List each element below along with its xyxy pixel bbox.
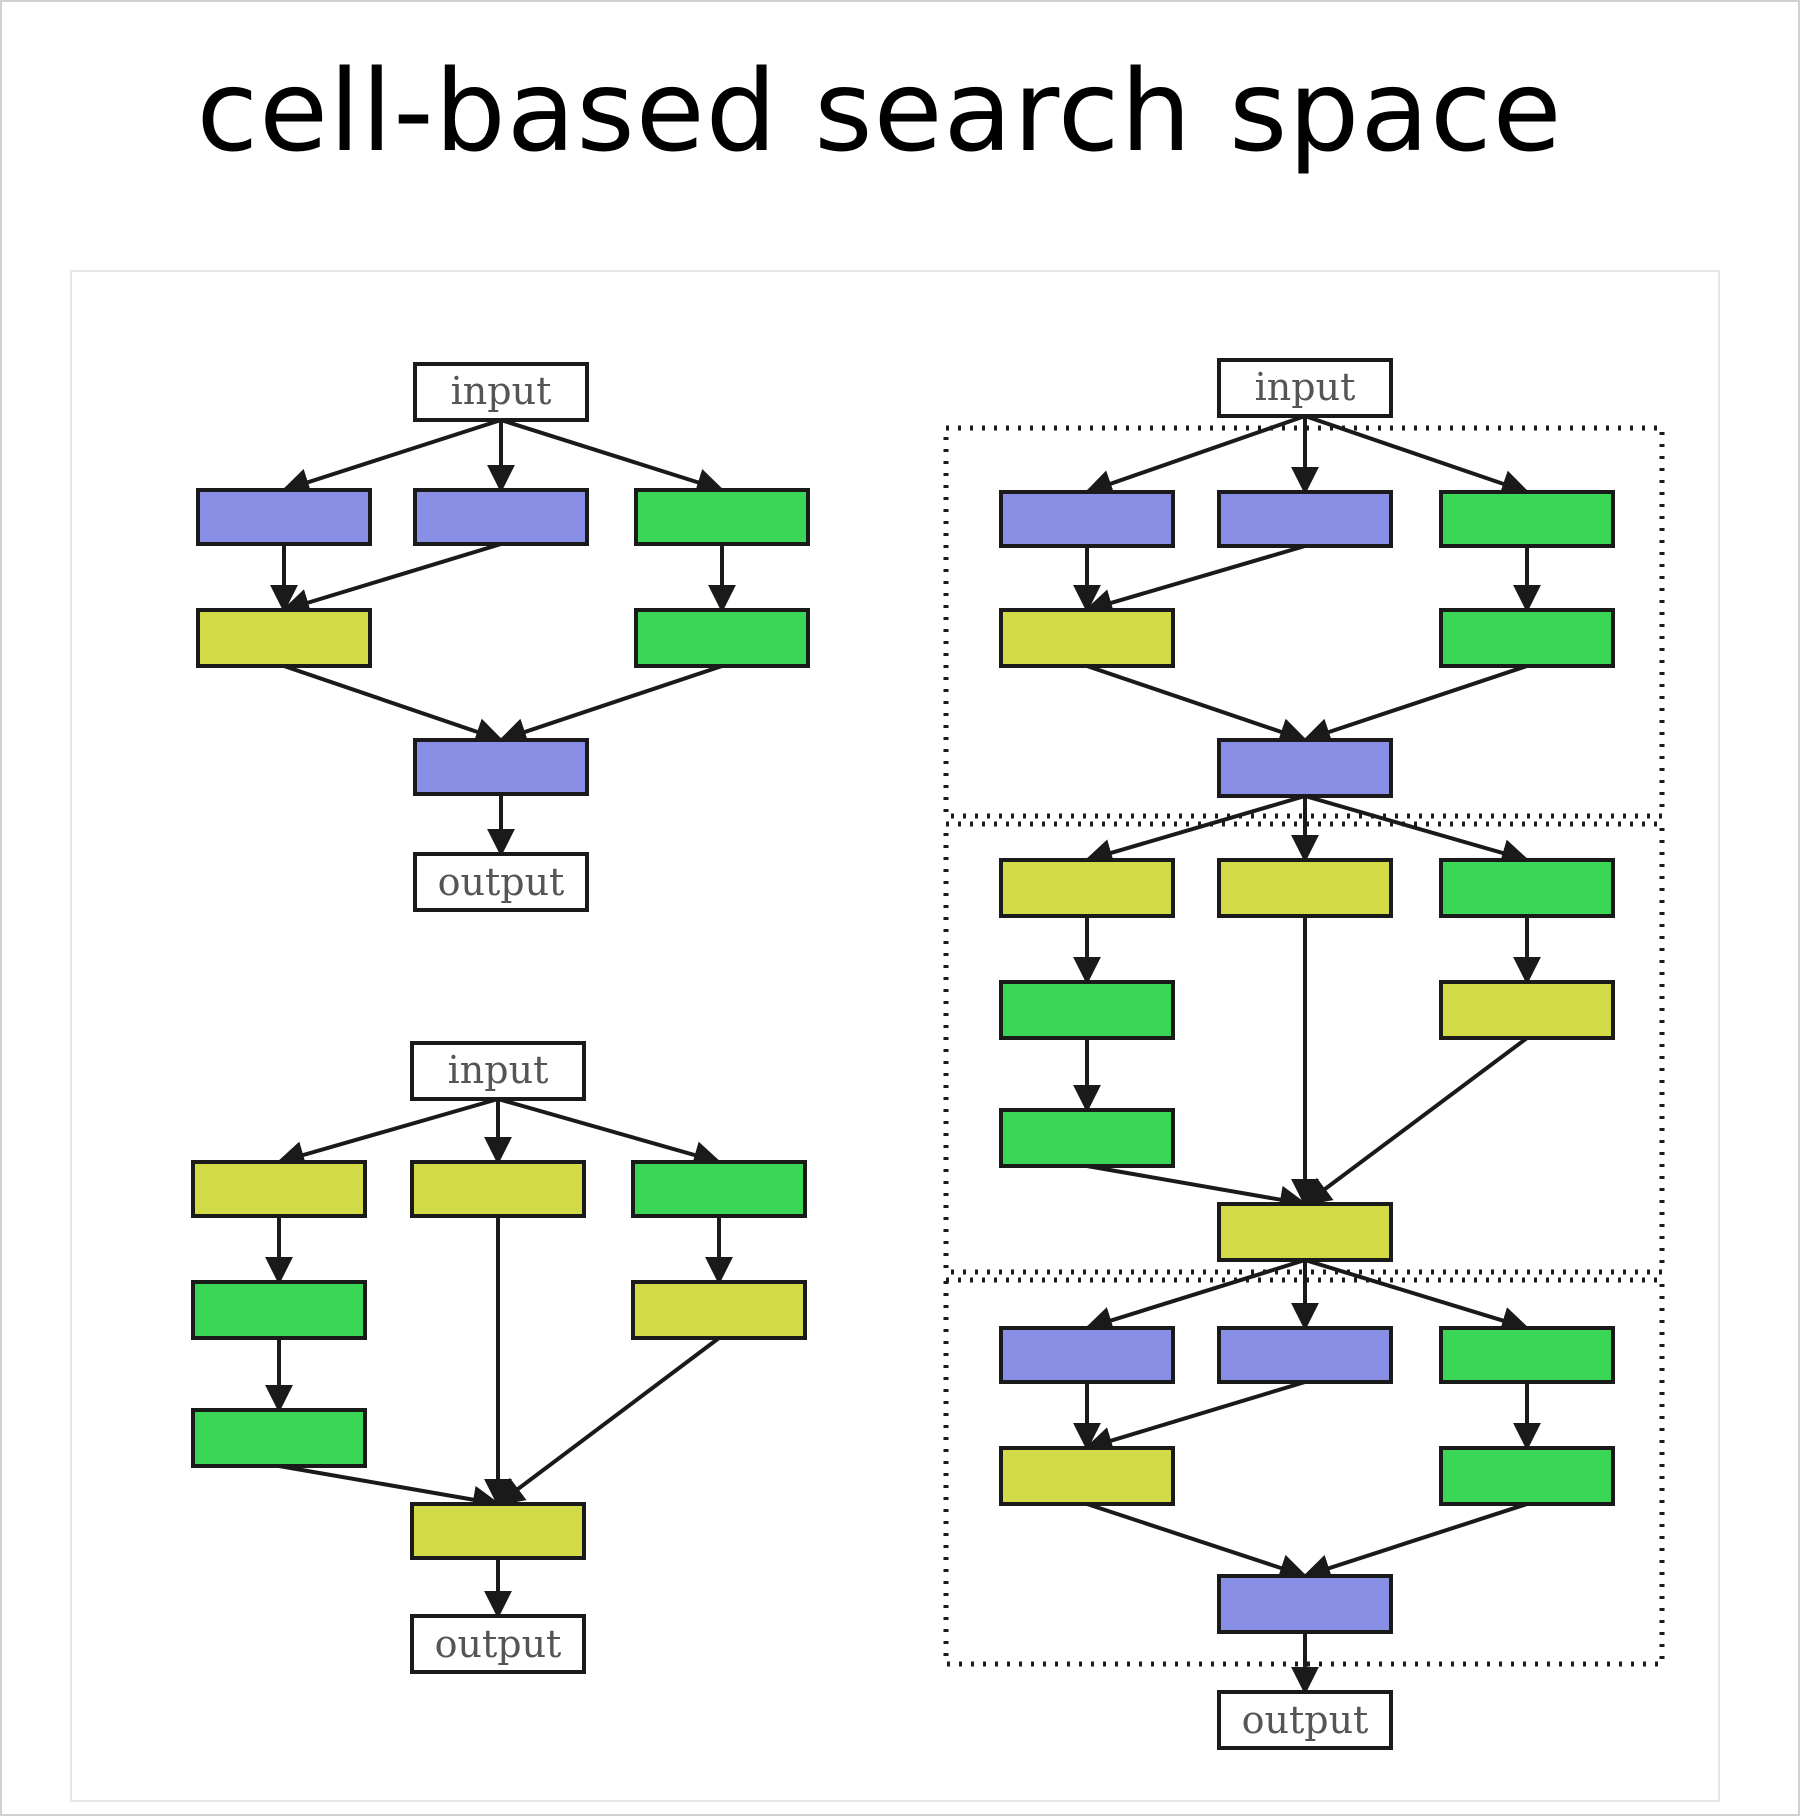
edge [1084,1258,1306,1334]
edge [1302,664,1528,746]
op-node-blue [1217,1574,1393,1634]
op-node-yellow [410,1502,586,1560]
output-label: output [1242,1698,1369,1742]
edge [497,1097,722,1169]
op-node-blue [1217,1326,1393,1384]
edges [265,414,1541,1695]
edge [498,664,723,746]
op-node-yellow [1439,980,1615,1040]
nodes [191,358,1615,1750]
op-node-green [1439,1446,1615,1506]
input-label: input [451,369,552,413]
op-node-green [631,1160,807,1218]
output-node [410,1614,586,1674]
op-node-blue [1217,490,1393,548]
edge [278,1464,501,1514]
op-node-yellow [999,858,1175,918]
edge [1304,794,1530,867]
edge [1084,414,1306,497]
op-node-blue [999,1326,1175,1384]
edge [1086,1164,1308,1214]
op-node-green [191,1280,367,1340]
op-node-green [999,980,1175,1040]
edge [495,1336,721,1506]
output-node [413,852,589,912]
edge [1304,414,1530,498]
op-node-blue [999,490,1175,548]
edge [1086,664,1308,746]
input-node [413,362,589,422]
op-node-blue [413,738,589,796]
edge [281,418,502,496]
input-label: input [1255,365,1356,409]
edge [500,418,725,496]
edge [1084,544,1306,617]
op-node-yellow [1217,1202,1393,1262]
edge [1302,1036,1529,1206]
op-node-blue [196,488,372,546]
op-node-yellow [631,1280,807,1340]
op-node-yellow [196,608,372,668]
output-label: output [438,860,565,904]
op-node-blue [413,488,589,546]
edge [1084,1380,1306,1455]
input-label: input [448,1048,549,1092]
op-node-green [634,608,810,668]
output-label: output [435,1622,562,1666]
input-node [1217,358,1393,418]
slide-title: cell-based search space [196,47,1563,177]
edge [276,1097,499,1169]
op-node-green [1439,858,1615,918]
node-labels: input output input output input output [435,365,1369,1742]
edge [1302,1502,1528,1582]
op-node-yellow [1217,858,1393,918]
input-node [410,1041,586,1101]
edge [1086,1502,1308,1582]
edge [283,664,504,746]
edge [1084,794,1306,867]
op-node-yellow [191,1160,367,1218]
op-node-yellow [999,608,1175,668]
edge [281,542,502,617]
op-node-blue [1217,738,1393,798]
op-node-green [1439,490,1615,548]
op-node-yellow [410,1160,586,1218]
op-node-green [999,1108,1175,1168]
op-node-green [1439,608,1615,668]
op-node-green [191,1408,367,1468]
edge [1304,1258,1530,1335]
op-node-green [1439,1326,1615,1384]
op-node-green [634,488,810,546]
output-node [1217,1690,1393,1750]
op-node-yellow [999,1446,1175,1506]
